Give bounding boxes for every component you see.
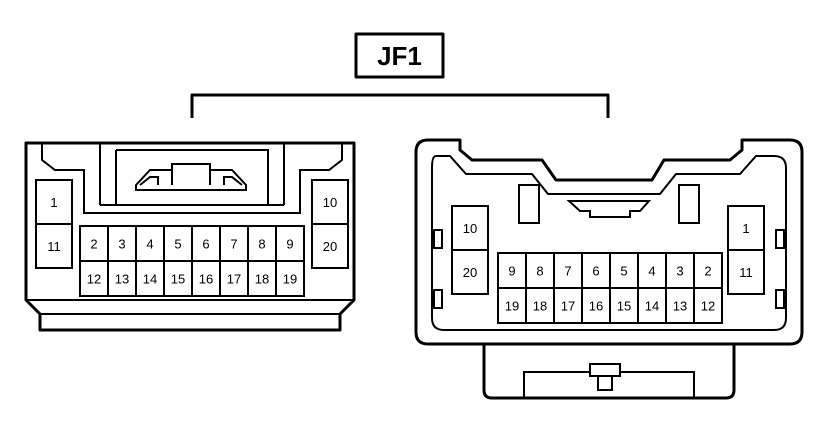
pin-11: 11 — [739, 265, 753, 280]
right-side-notch — [433, 289, 443, 309]
bottom-latch-stem — [597, 375, 613, 391]
pin-4: 4 — [146, 237, 153, 252]
left-connector-pin-grid: 2 3 4 5 6 7 8 9 12 13 14 15 16 17 18 19 — [79, 225, 305, 297]
pin-16: 16 — [589, 299, 603, 314]
right-latch-slot-right — [678, 184, 700, 224]
pin-11: 11 — [47, 239, 61, 254]
pin-2: 2 — [704, 264, 711, 279]
title-label: JF1 — [354, 32, 445, 79]
pin-15: 15 — [171, 272, 185, 287]
left-latch-channel — [99, 143, 285, 206]
pin-17: 17 — [561, 299, 575, 314]
pin-18: 18 — [533, 299, 547, 314]
pin-10: 10 — [323, 195, 337, 210]
pin-20: 20 — [463, 265, 477, 280]
connector-bracket — [190, 93, 610, 118]
pin-1: 1 — [742, 221, 749, 236]
pin-19: 19 — [283, 272, 297, 287]
pin-14: 14 — [143, 272, 157, 287]
right-latch-tab — [566, 200, 652, 218]
pin-14: 14 — [645, 299, 659, 314]
pin-18: 18 — [255, 272, 269, 287]
left-latch-hooks — [139, 176, 243, 186]
right-connector: 10 20 1 11 9 8 7 6 5 4 3 2 19 18 17 16 15 14 13 12 — [414, 138, 804, 400]
right-latch-slot-left — [518, 184, 540, 224]
right-side-notch — [433, 229, 443, 249]
pin-19: 19 — [505, 299, 519, 314]
pin-5: 5 — [174, 237, 181, 252]
right-side-notch — [775, 289, 785, 309]
pin-15: 15 — [617, 299, 631, 314]
pin-cell — [693, 287, 723, 324]
pin-10: 10 — [463, 221, 477, 236]
left-latch-frame — [115, 149, 269, 205]
left-latch-detail — [171, 170, 211, 185]
pin-3: 3 — [118, 237, 125, 252]
bottom-latch — [589, 363, 621, 377]
pin-3: 3 — [676, 264, 683, 279]
pin-9: 9 — [286, 237, 293, 252]
pin-12: 12 — [87, 272, 101, 287]
pin-1: 1 — [50, 195, 57, 210]
title-text: JF1 — [377, 41, 422, 71]
right-connector-inner — [431, 155, 787, 331]
right-side-notch — [775, 229, 785, 249]
left-connector: 1 11 10 20 2 3 4 5 6 7 8 9 12 13 14 15 16 17 18 19 — [24, 141, 356, 332]
pin-16: 16 — [199, 272, 213, 287]
pin-7: 7 — [564, 264, 571, 279]
title-box — [354, 32, 445, 79]
left-connector-body — [24, 141, 356, 332]
right-connector-body — [414, 138, 804, 346]
pin-13: 13 — [673, 299, 687, 314]
pin-9: 9 — [508, 264, 515, 279]
right-connector-pin-grid: 9 8 7 6 5 4 3 2 19 18 17 16 15 14 13 12 — [497, 252, 723, 324]
pin-17: 17 — [227, 272, 241, 287]
pin-cell — [275, 260, 305, 297]
pin-6: 6 — [202, 237, 209, 252]
pin-12: 12 — [701, 299, 715, 314]
pin-6: 6 — [592, 264, 599, 279]
pin-8: 8 — [258, 237, 265, 252]
left-connector-cavity — [41, 143, 343, 214]
pin-2: 2 — [90, 237, 97, 252]
pin-8: 8 — [536, 264, 543, 279]
pin-13: 13 — [115, 272, 129, 287]
pin-7: 7 — [230, 237, 237, 252]
pin-4: 4 — [648, 264, 655, 279]
pin-20: 20 — [323, 239, 337, 254]
pin-5: 5 — [620, 264, 627, 279]
right-connector-bottom-housing — [482, 344, 736, 400]
